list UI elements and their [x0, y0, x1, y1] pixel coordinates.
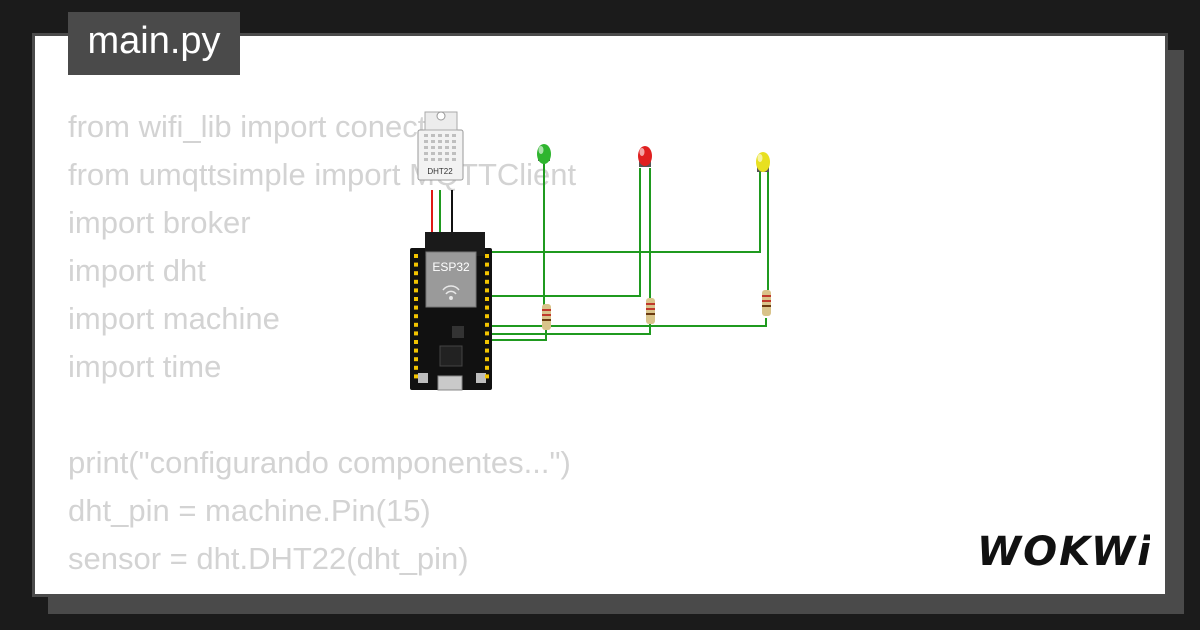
- led-yellow[interactable]: [756, 152, 770, 172]
- code-line: sensor = dht.DHT22(dht_pin): [68, 541, 469, 576]
- board-pin: [485, 254, 489, 258]
- file-tab[interactable]: main.py: [68, 12, 240, 75]
- sensor-vent: [431, 140, 435, 143]
- board-pin: [485, 314, 489, 319]
- resistor-red[interactable]: [646, 298, 655, 324]
- board-pin: [485, 271, 489, 276]
- sensor-vent: [452, 158, 456, 161]
- sensor-vent: [445, 152, 449, 155]
- code-line: print("configurando componentes..."): [68, 445, 571, 480]
- board-pin: [485, 365, 489, 370]
- preview-card: [32, 33, 1168, 597]
- board-pin: [414, 271, 418, 276]
- board-pin: [485, 262, 489, 267]
- board-pin: [485, 279, 489, 284]
- dht22-sensor[interactable]: DHT22: [417, 111, 464, 181]
- sensor-vent: [445, 140, 449, 143]
- led-red[interactable]: [638, 146, 652, 167]
- board-pin: [485, 331, 489, 336]
- sensor-vent: [438, 158, 442, 161]
- board-pins: [414, 254, 489, 379]
- sensor-vent: [438, 146, 442, 149]
- board-pin: [414, 331, 418, 336]
- sensor-vent: [438, 134, 442, 137]
- file-name: main.py: [87, 20, 221, 62]
- board-pin: [485, 322, 489, 327]
- sensor-vent: [452, 152, 456, 155]
- wifi-icon: [442, 285, 460, 300]
- board-pin: [485, 357, 489, 362]
- sensor-vent: [424, 152, 428, 155]
- sensor-vent: [445, 134, 449, 137]
- sensor-vent: [424, 146, 428, 149]
- code-line: import dht: [68, 253, 206, 288]
- sensor-vent: [431, 146, 435, 149]
- board-pin: [485, 297, 489, 301]
- board-pin: [414, 297, 418, 301]
- sensor-vent: [438, 152, 442, 155]
- code-line: import machine: [68, 301, 280, 336]
- sensor-grid: [424, 134, 456, 161]
- sensor-vent: [431, 158, 435, 161]
- sensor-vent: [424, 134, 428, 137]
- wire-yellow-led: [492, 172, 761, 253]
- esp32-board[interactable]: ESP32: [410, 232, 492, 391]
- code-line: dht_pin = machine.Pin(15): [68, 493, 431, 528]
- board-pin: [485, 348, 489, 353]
- sensor-vent: [452, 140, 456, 143]
- board-pin: [414, 305, 418, 310]
- sensor-vent: [431, 134, 435, 137]
- resistor-yellow[interactable]: [762, 290, 771, 316]
- sensor-vent: [445, 158, 449, 161]
- wire-yellow-led-return: [492, 318, 767, 327]
- board-label: ESP32: [432, 260, 470, 274]
- board-pin: [414, 365, 418, 370]
- logo-text: WOKWi: [977, 529, 1150, 575]
- board-pin: [414, 348, 418, 353]
- sensor-vent: [452, 134, 456, 137]
- resistor-green[interactable]: [542, 304, 551, 330]
- board-pin: [414, 262, 418, 267]
- code-line: import broker: [68, 205, 251, 240]
- sensor-vent: [424, 158, 428, 161]
- wires: [431, 160, 769, 363]
- sensor-label: DHT22: [427, 167, 453, 176]
- wire-red-led-return: [492, 322, 651, 335]
- code-line: import time: [68, 349, 222, 384]
- board-pin: [414, 357, 418, 362]
- sensor-vent: [452, 146, 456, 149]
- board-pin: [414, 374, 418, 379]
- sensor-vent: [438, 140, 442, 143]
- board-pin: [485, 340, 489, 344]
- board-pin: [414, 288, 418, 293]
- board-pin: [414, 314, 418, 319]
- board-pin: [414, 340, 418, 344]
- board-pin: [414, 254, 418, 258]
- wire-green-led-return: [492, 325, 547, 341]
- wire-red-led: [492, 168, 641, 297]
- board-pin: [485, 374, 489, 379]
- wokwi-logo[interactable]: WOKWi: [975, 525, 1150, 575]
- sensor-vent: [431, 152, 435, 155]
- sensor-vent: [424, 140, 428, 143]
- board-pin: [485, 305, 489, 310]
- sensor-vent: [445, 146, 449, 149]
- board-pin: [414, 322, 418, 327]
- board-pin: [485, 288, 489, 293]
- board-pin: [414, 279, 418, 284]
- led-green[interactable]: [537, 144, 551, 164]
